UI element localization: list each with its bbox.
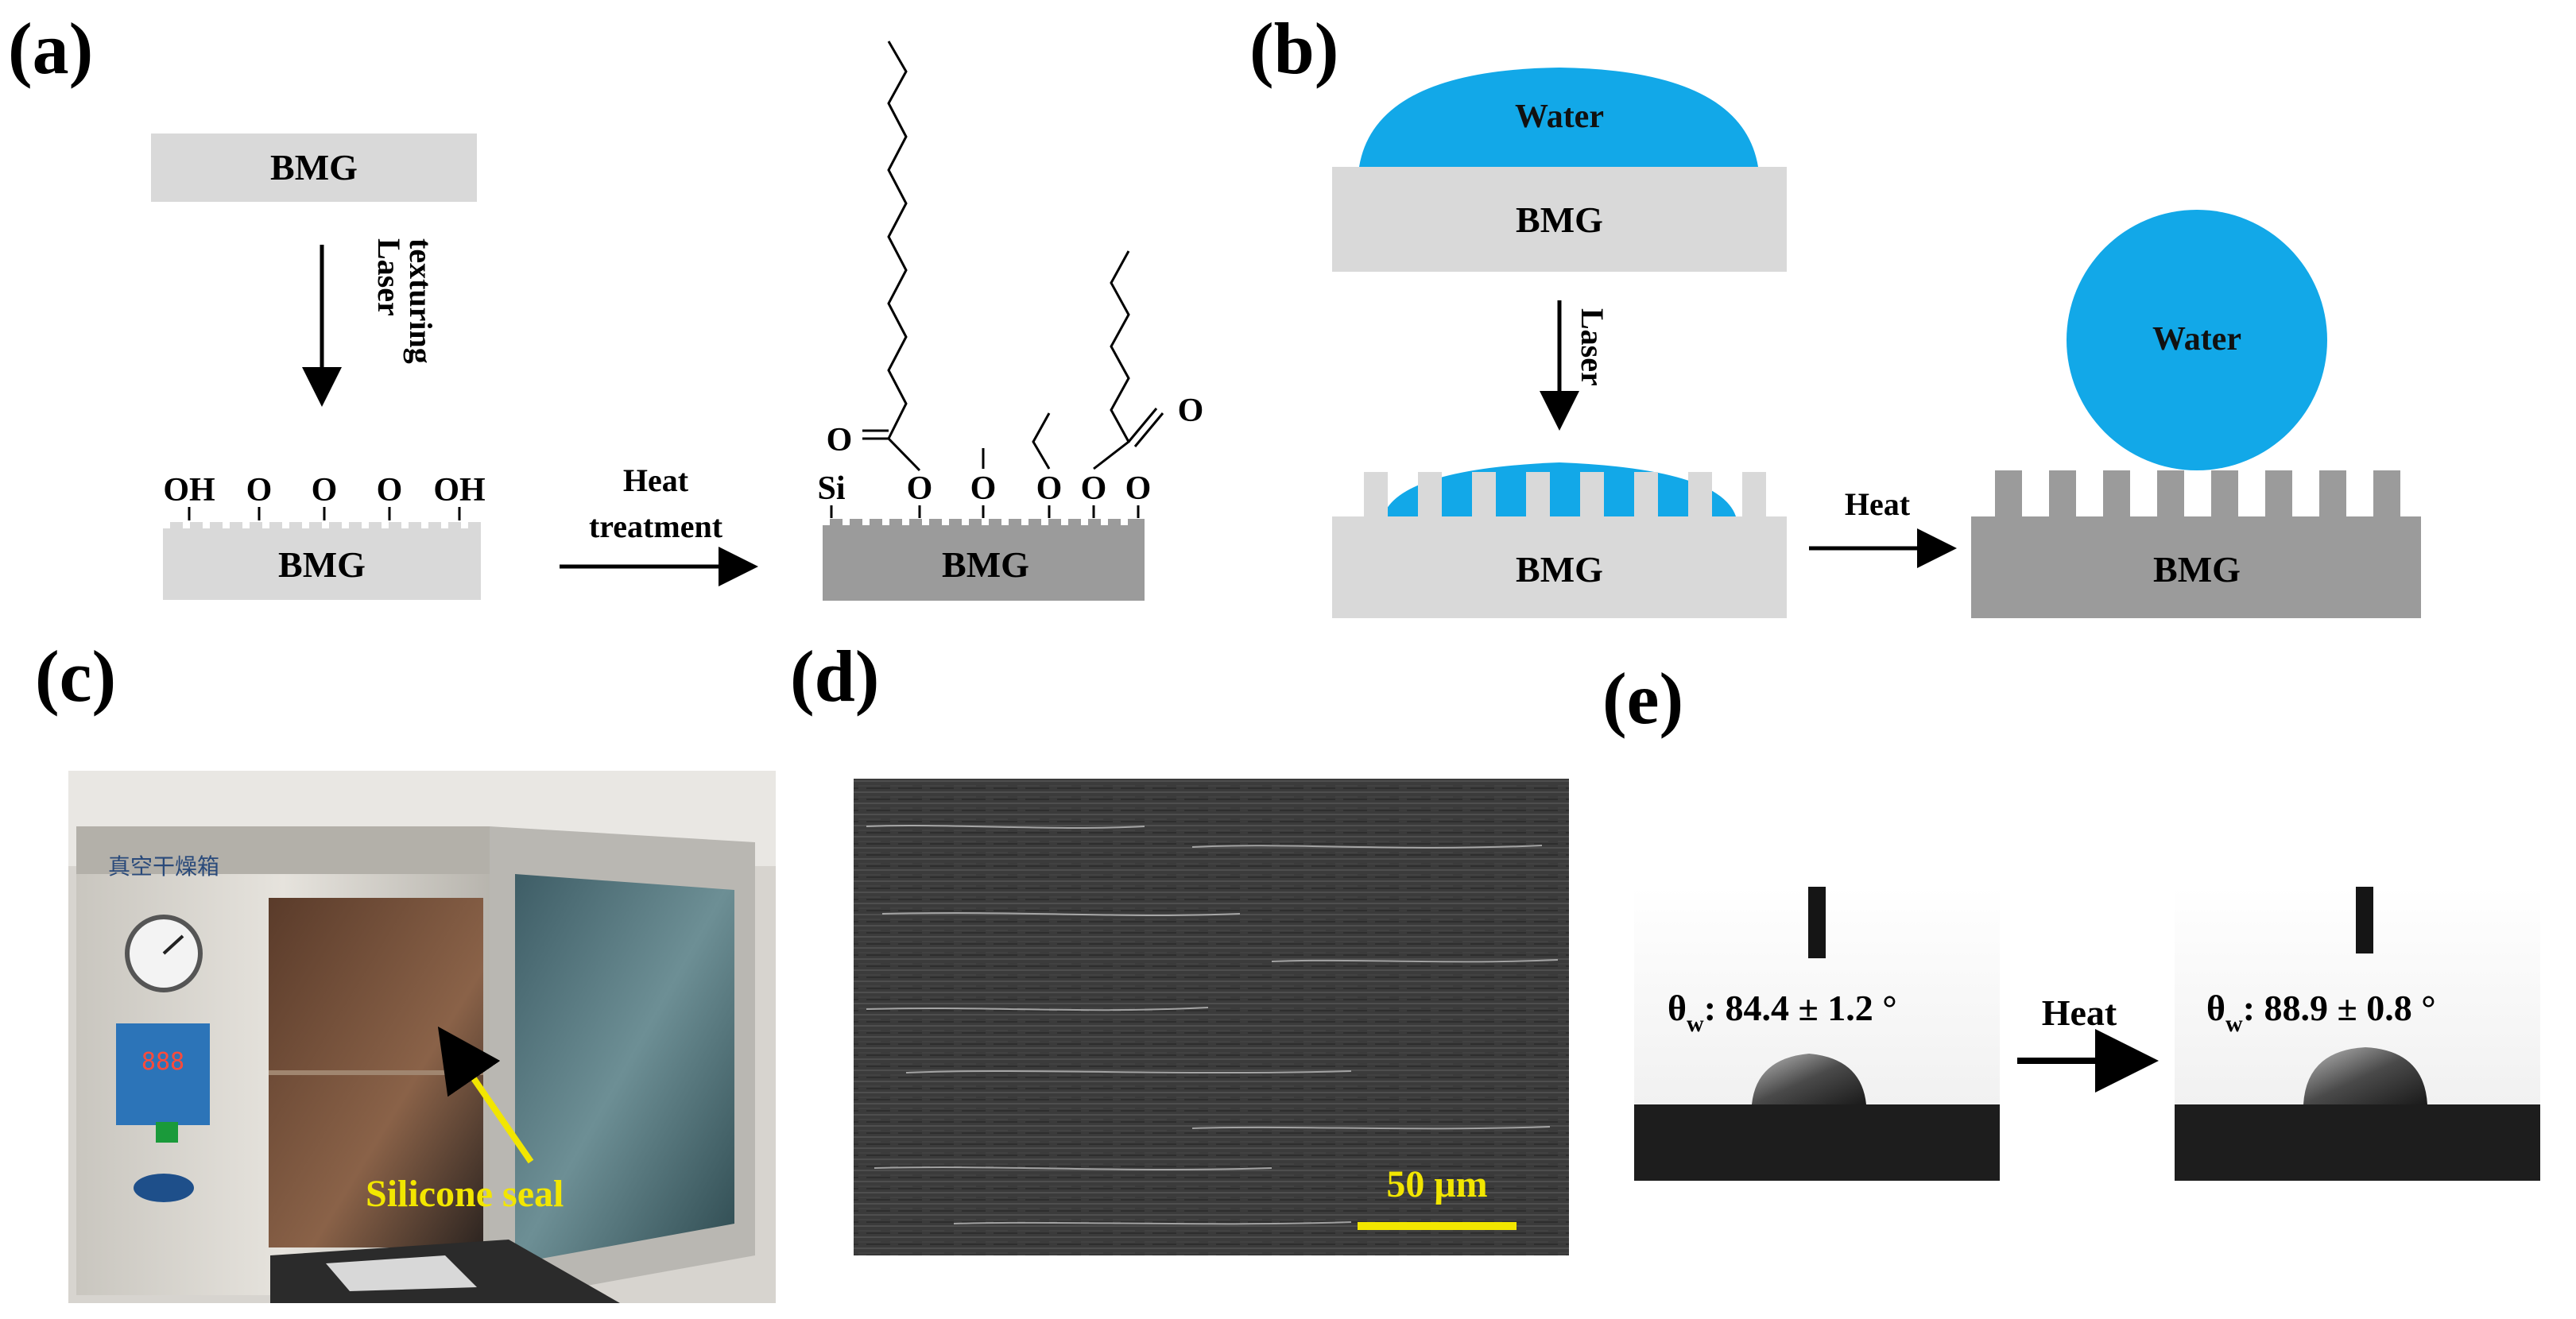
scale-bar-label: 50 μm <box>1386 1163 1487 1205</box>
laser-label-b: Laser <box>1575 308 1610 386</box>
surface-group-2: O <box>246 472 273 509</box>
water-label-right: Water <box>2152 321 2241 358</box>
heat-label-e: Heat <box>2042 992 2117 1033</box>
silicone-seal-label: Silicone seal <box>366 1173 564 1215</box>
bmg-block-pillars-dark <box>1971 470 2421 618</box>
oven-photo: 888 真空干燥箱 <box>68 771 776 1303</box>
chemical-bonds <box>830 41 1164 518</box>
surface-group-3: O <box>312 472 338 509</box>
bmg-label-flat: BMG <box>1516 199 1603 240</box>
panel-c-label: (c) <box>35 636 116 717</box>
theta-symbol-after: θ <box>2206 988 2225 1028</box>
treatment-label: treatment <box>589 509 723 544</box>
theta-symbol-before: θ <box>1668 988 1687 1028</box>
needle-after <box>2356 887 2373 953</box>
panel-a-label: (a) <box>8 8 93 89</box>
bmg-block-textured <box>163 522 481 600</box>
panel-d-label: (d) <box>790 636 879 717</box>
bmg-label-textured: BMG <box>278 544 366 585</box>
oxygen-atom-3: O <box>1036 470 1063 507</box>
panel-b-label: (b) <box>1249 8 1338 89</box>
door-window <box>515 874 734 1263</box>
water-droplet-spherical <box>2067 210 2327 470</box>
bmg-label-untreated: BMG <box>270 147 358 188</box>
texturing-label: texturing <box>403 238 439 364</box>
sem-scratches <box>866 825 1559 1225</box>
heat-label-b: Heat <box>1845 486 1911 522</box>
contact-angle-before-label: θw: 84.4 ± 1.2 ° <box>1668 988 1897 1037</box>
contact-angle-after-label: θw: 88.9 ± 0.8 ° <box>2206 988 2436 1037</box>
theta-subscript-before: w <box>1687 1011 1704 1037</box>
droplet-before <box>1752 1054 1866 1104</box>
contact-angle-after-value: : 88.9 ± 0.8 ° <box>2243 988 2436 1028</box>
silicone-seal <box>326 1255 477 1291</box>
oven-chinese-label: 真空干燥箱 <box>108 853 219 880</box>
contact-angle-before-value: : 84.4 ± 1.2 ° <box>1704 988 1897 1028</box>
panel-e-label: (e) <box>1602 658 1683 739</box>
oxygen-atom-1: O <box>907 470 933 507</box>
sem-image <box>854 779 1569 1255</box>
bmg-block-flat <box>1332 167 1787 272</box>
oxygen-atom-2: O <box>970 470 997 507</box>
theta-subscript-after: w <box>2225 1011 2243 1037</box>
panel-e: (e) θw: 84.4 ± 1.2 ° Heat θw: 88.9 ± 0.8… <box>1602 658 2540 1181</box>
laser-label: Laser <box>371 238 407 316</box>
vacuum-valve <box>134 1174 194 1202</box>
heat-label: Heat <box>623 462 689 498</box>
carbonyl-oxygen-left: O <box>827 422 853 458</box>
surface-group-4: O <box>377 472 403 509</box>
bmg-block-untreated <box>151 133 477 202</box>
oxygen-atom-4: O <box>1081 470 1107 507</box>
bmg-label-treated: BMG <box>942 544 1029 585</box>
bmg-label-right: BMG <box>2153 549 2241 590</box>
controller-display: 888 <box>141 1048 184 1076</box>
temperature-controller <box>116 1023 210 1125</box>
panel-d: (d) 50 μm <box>790 636 1569 1255</box>
scale-bar <box>1358 1222 1517 1230</box>
droplet-after <box>2303 1047 2427 1104</box>
silicone-seal-arrow <box>437 1026 534 1164</box>
panel-c: (c) 888 真空干燥箱 Silicone seal <box>35 636 776 1303</box>
panel-a: (a) BMG Laser texturing OH O O O OH BMG … <box>8 8 1203 601</box>
panel-b: (b) Water BMG Laser BMG Heat Water BMG <box>1249 8 2421 618</box>
oxygen-atom-5: O <box>1125 470 1152 507</box>
silicon-atom: Si <box>817 470 845 507</box>
carbonyl-oxygen-right: O <box>1178 393 1204 429</box>
bmg-label-textured-b: BMG <box>1516 549 1603 590</box>
bmg-block-treated <box>823 519 1145 601</box>
bmg-block-pillars-light <box>1332 472 1787 618</box>
surface-group-5: OH <box>433 472 485 509</box>
water-film-flat <box>1359 68 1758 167</box>
water-label-top: Water <box>1515 99 1604 135</box>
surface-group-1: OH <box>163 472 215 509</box>
needle-before <box>1808 887 1826 958</box>
